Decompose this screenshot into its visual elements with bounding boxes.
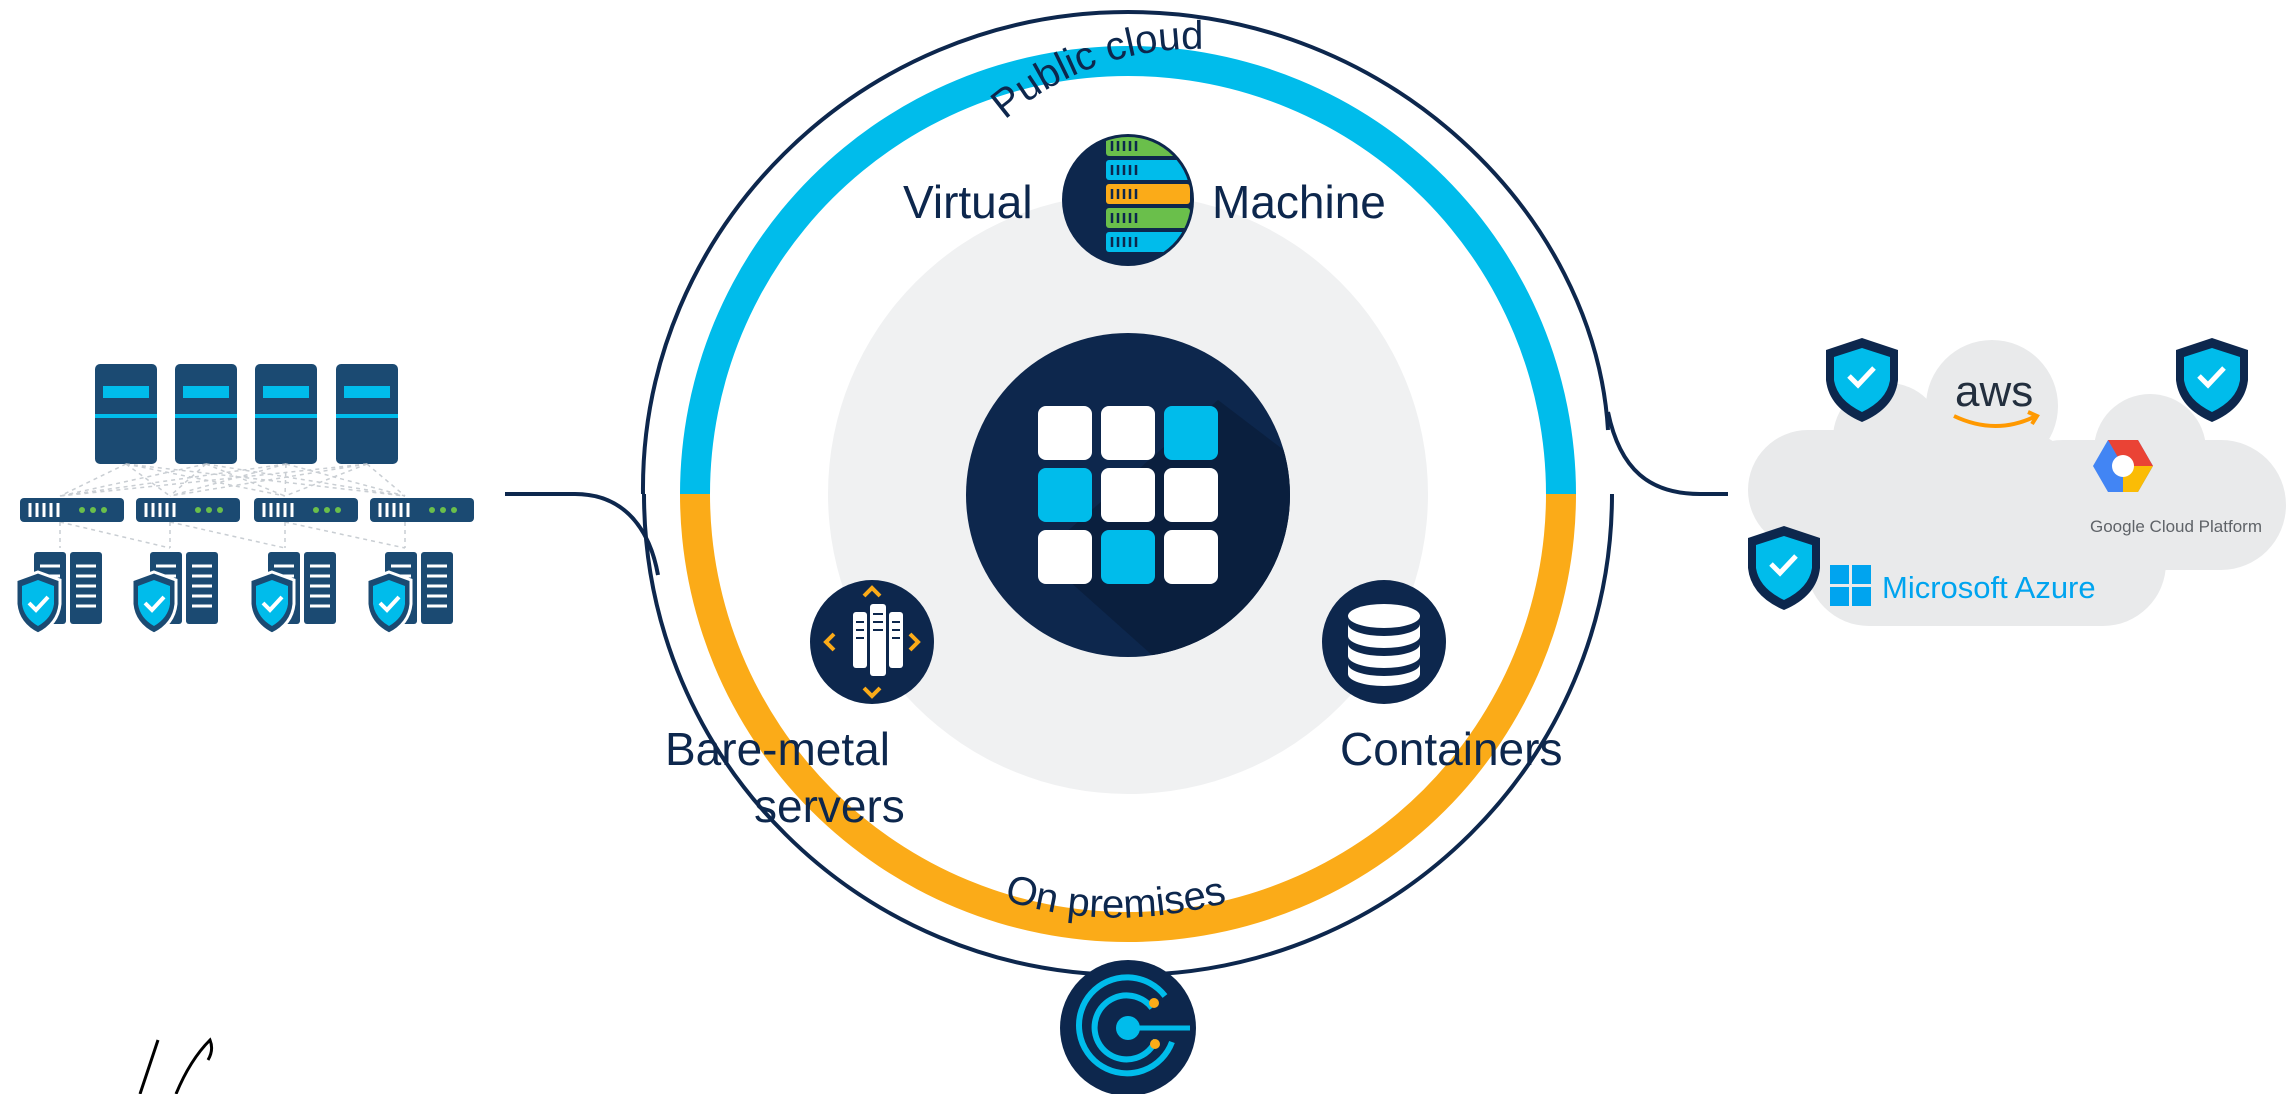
server-rack-icon: [255, 364, 317, 464]
shield-check-icon: [130, 570, 178, 636]
decorative-stroke: [138, 1037, 214, 1094]
bare-metal-label: Bare-metal: [665, 723, 890, 775]
grid-app-icon: [966, 333, 1290, 657]
svg-text:aws: aws: [1955, 367, 2033, 416]
radar-icon: [1060, 960, 1196, 1094]
network-switch-icon: [20, 498, 124, 522]
shield-check-icon: [1748, 526, 1820, 610]
database-icon: [1322, 580, 1446, 704]
shield-check-icon: [14, 570, 62, 636]
servers-label: servers: [754, 780, 905, 832]
azure-logo-icon: Microsoft Azure: [1830, 565, 2096, 606]
server-rack-icon: [95, 364, 157, 464]
shield-check-icon: [1826, 338, 1898, 422]
shield-check-icon: [248, 570, 296, 636]
cloud-providers-group: aws Google Cloud Platform Microsoft Azur…: [1748, 338, 2286, 626]
server-rack-icon: [175, 364, 237, 464]
bare-metal-icon: [810, 580, 934, 704]
server-rack-icon: [336, 364, 398, 464]
machine-label: Machine: [1212, 176, 1386, 228]
left-connector: [505, 492, 660, 576]
virtual-machine-icon: [1062, 134, 1194, 266]
shield-check-icon: [365, 570, 413, 636]
network-switch-icon: [370, 498, 474, 522]
right-connector: [1606, 411, 1728, 496]
aws-logo-icon: aws: [1953, 367, 2040, 428]
containers-label: Containers: [1340, 723, 1562, 775]
network-switch-icon: [136, 498, 240, 522]
gcp-logo-icon: Google Cloud Platform: [2090, 440, 2262, 536]
shield-check-icon: [2176, 338, 2248, 422]
svg-text:Google Cloud Platform: Google Cloud Platform: [2090, 517, 2262, 536]
svg-text:Microsoft Azure: Microsoft Azure: [1882, 570, 2096, 605]
on-premises-label: On premises: [1001, 867, 1229, 927]
network-switch-icon: [254, 498, 358, 522]
mesh-links: [59, 463, 406, 549]
virtual-label: Virtual: [903, 176, 1033, 228]
cloud-shapes: [1748, 340, 2286, 626]
datacenter-group: [14, 364, 474, 636]
